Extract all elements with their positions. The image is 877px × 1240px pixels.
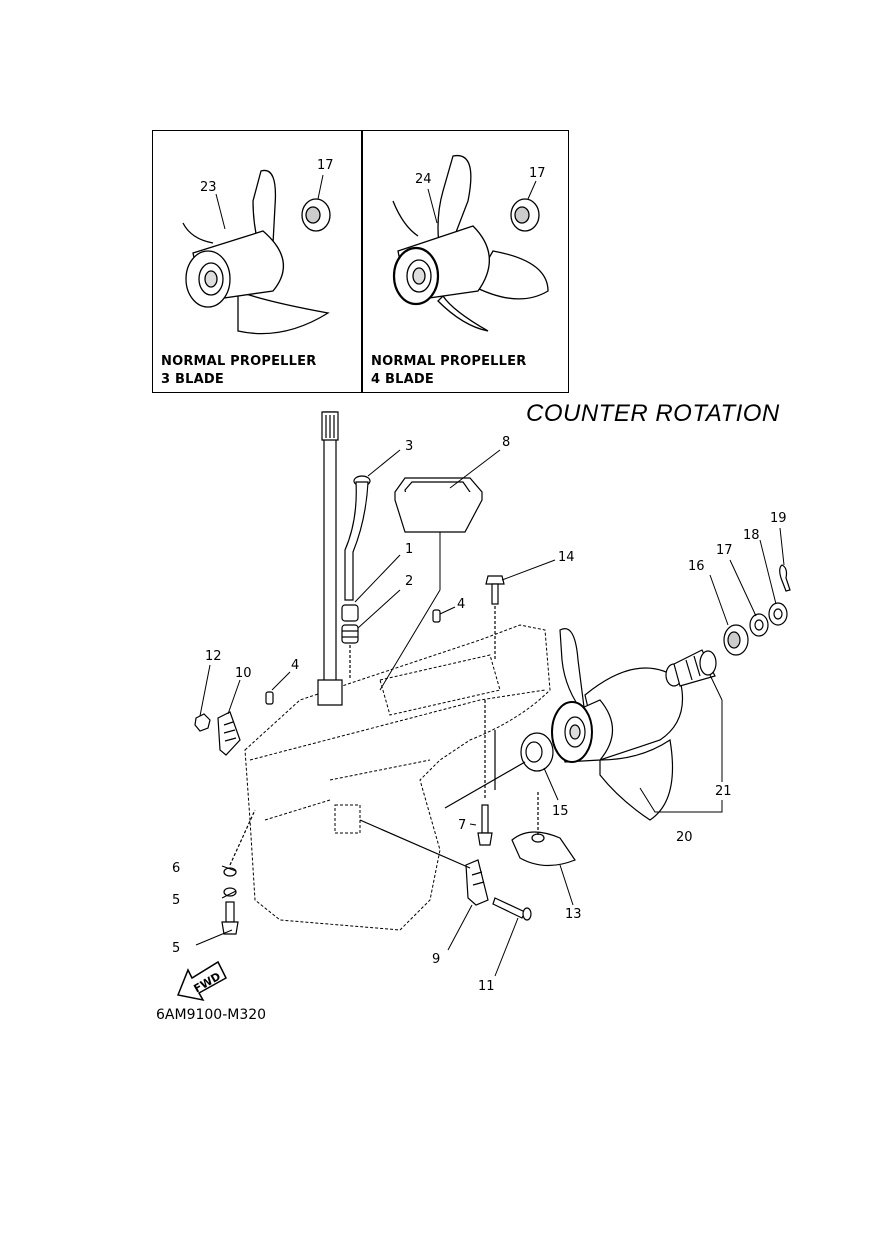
propeller-variants-inset: 23 17 24 17 NORMAL PROPEL	[152, 130, 569, 393]
callout-13: 12	[205, 649, 222, 664]
callout-7: 6	[172, 861, 180, 876]
spacer-17	[723, 624, 749, 656]
three-blade-propeller-drawing	[182, 169, 330, 335]
nut-13	[194, 713, 211, 732]
anode-11	[217, 711, 241, 756]
leader-23	[215, 193, 226, 230]
callout-5: 5	[172, 941, 180, 956]
callout-22: 21	[715, 784, 732, 799]
washer-18	[749, 613, 769, 637]
propeller-blade-bottom	[437, 294, 489, 332]
bolt-5	[221, 901, 239, 935]
caption-4-blade-line2: 4 BLADE	[371, 372, 434, 387]
spacer-17-left	[301, 198, 331, 232]
bolt-12	[492, 897, 532, 921]
dowel-pin-4-left	[265, 691, 274, 705]
propeller-nut-19	[768, 602, 788, 626]
water-tube-3	[344, 475, 371, 601]
propeller-spline	[204, 270, 218, 288]
dowel-pin-4-right	[432, 609, 441, 623]
callout-20: 19	[770, 511, 787, 526]
propshaft-guide-a	[444, 761, 526, 809]
caption-3-blade: NORMAL PROPELLER 3 BLADE	[161, 353, 316, 389]
callout-17-right: 17	[529, 166, 546, 181]
rotation-heading: COUNTER ROTATION	[526, 400, 780, 427]
propeller-blade-back-4	[392, 200, 419, 237]
callout-4-right: 4	[457, 597, 465, 612]
bolt-15	[485, 575, 505, 605]
callout-21: 20	[676, 830, 693, 845]
grommet-1	[341, 604, 359, 622]
propeller-blade-lower	[237, 290, 330, 335]
callout-10: 9	[432, 952, 440, 967]
callout-6: 5	[172, 893, 180, 908]
callout-19: 18	[743, 528, 760, 543]
propeller-spline-4	[412, 267, 426, 285]
leader-lines	[195, 449, 785, 977]
callout-16: 15	[552, 804, 569, 819]
inset-drawings: 23 17 24 17	[182, 154, 549, 335]
caption-3-blade-line2: 3 BLADE	[161, 372, 224, 387]
callout-1: 1	[405, 542, 413, 557]
anode-10-guide	[359, 819, 471, 869]
callout-4-left: 4	[291, 658, 299, 673]
leader-17a	[317, 174, 324, 200]
spacer-17-right	[510, 198, 540, 232]
diagram-code: 6AM9100-M320	[156, 1007, 267, 1023]
caption-3-blade-line1: NORMAL PROPELLER	[161, 354, 317, 369]
anode-10	[465, 859, 489, 906]
drive-shaft	[317, 411, 343, 706]
grommet-2	[341, 624, 359, 644]
bolt-8	[477, 804, 493, 846]
callout-3: 3	[405, 439, 413, 454]
callout-11: 10	[235, 666, 252, 681]
cotter-pin-20	[779, 564, 791, 592]
callout-17: 16	[688, 559, 705, 574]
callout-8: 7	[458, 818, 466, 833]
callout-12: 11	[478, 979, 495, 994]
inset-divider	[361, 131, 363, 392]
leader-17b	[527, 180, 537, 200]
callout-9: 8	[502, 435, 510, 450]
spring-washer-6	[223, 887, 237, 897]
bolt-5-guide	[229, 809, 256, 866]
caption-4-blade-line1: NORMAL PROPELLER	[371, 354, 527, 369]
thrust-washer-16	[520, 732, 554, 772]
leader-24	[427, 188, 438, 224]
propeller-blade-right	[472, 250, 549, 300]
spline-bushing-22	[665, 649, 717, 687]
four-blade-propeller-drawing	[392, 154, 549, 332]
callout-17-left: 17	[317, 158, 334, 173]
trim-tab-14	[511, 831, 576, 867]
lower-case-housing	[244, 624, 551, 931]
propeller-blade-back	[182, 222, 214, 244]
callout-14: 13	[565, 907, 582, 922]
gasket-9	[394, 477, 483, 533]
callout-23: 23	[200, 180, 217, 195]
callout-24: 24	[415, 172, 432, 187]
callout-15: 14	[558, 550, 575, 565]
fwd-arrow	[176, 960, 227, 1002]
caption-4-blade: NORMAL PROPELLER 4 BLADE	[371, 353, 526, 389]
propeller-21	[551, 628, 684, 821]
callout-2: 2	[405, 574, 413, 589]
callout-18: 17	[716, 543, 733, 558]
